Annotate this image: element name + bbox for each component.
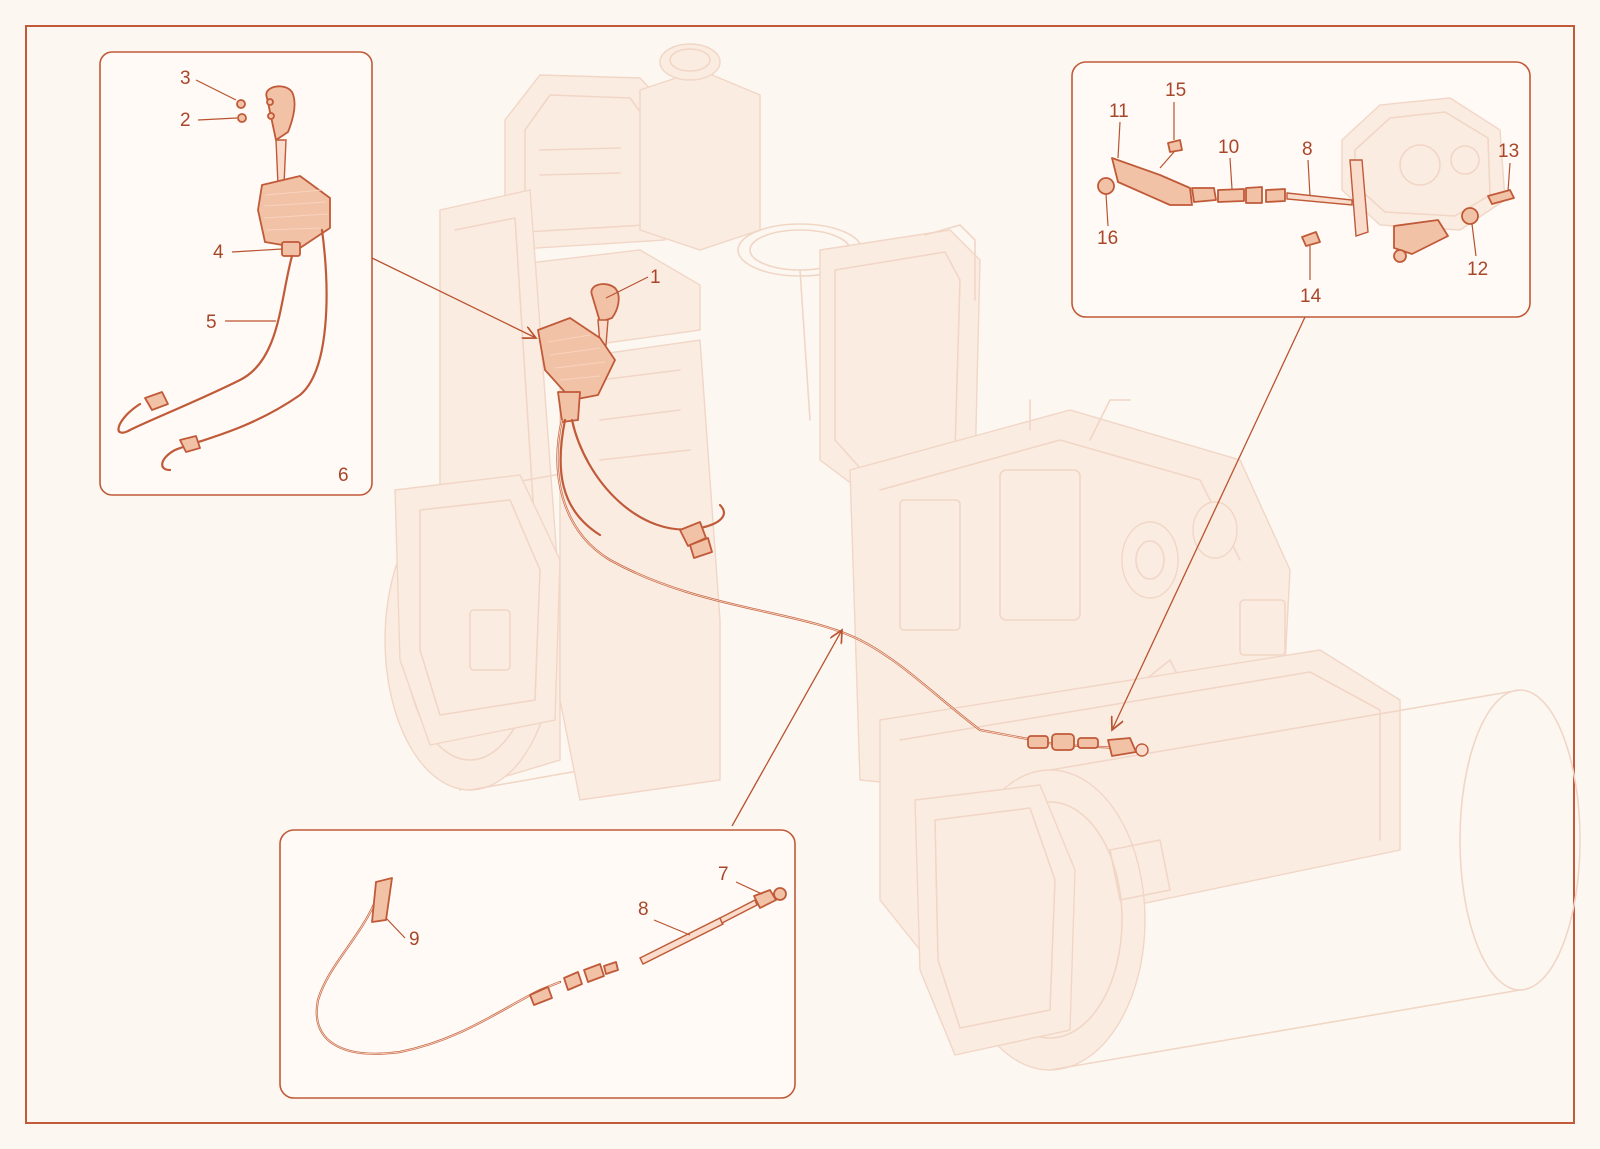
callout-7-leader bbox=[735, 881, 763, 895]
inset-cable-parts bbox=[315, 877, 787, 1055]
callout-14: 14 bbox=[1300, 286, 1322, 307]
callout-4-leader bbox=[231, 248, 283, 253]
main-joystick-assembly bbox=[537, 283, 620, 423]
main-wiring-harness bbox=[559, 418, 725, 537]
callout-11: 11 bbox=[1109, 101, 1129, 122]
inset-joystick-detail bbox=[99, 51, 373, 496]
callout-13-leader bbox=[1507, 162, 1511, 192]
callout-8-right: 8 bbox=[1302, 139, 1313, 160]
callout-10: 10 bbox=[1218, 137, 1239, 158]
callout-7: 7 bbox=[718, 864, 729, 885]
callout-16: 16 bbox=[1097, 228, 1118, 249]
inset-pump-parts bbox=[1097, 97, 1515, 263]
inset-joystick-pointer bbox=[371, 257, 536, 338]
callout-2: 2 bbox=[180, 110, 191, 131]
callout-16-leader bbox=[1105, 193, 1109, 227]
callout-8-bottom-leader bbox=[653, 919, 691, 936]
roller-machine-ghost bbox=[384, 43, 1581, 1071]
main-cable-end-fittings bbox=[1027, 733, 1149, 757]
callout-9-leader bbox=[385, 917, 406, 939]
callout-2-leader bbox=[197, 117, 238, 121]
callout-8-right-leader bbox=[1307, 159, 1311, 197]
callout-1: 1 bbox=[650, 267, 661, 288]
inset-cable-detail bbox=[279, 829, 796, 1099]
callout-3-leader bbox=[195, 79, 237, 101]
callout-9: 9 bbox=[409, 929, 420, 950]
callout-3: 3 bbox=[180, 68, 191, 89]
callout-11-leader bbox=[1117, 121, 1121, 159]
callout-5: 5 bbox=[206, 312, 217, 333]
inset-joystick-parts bbox=[117, 85, 331, 472]
callout-12-leader bbox=[1471, 223, 1477, 257]
inset-cable-pointer bbox=[731, 630, 842, 827]
callout-8-bottom: 8 bbox=[638, 899, 649, 920]
callout-4: 4 bbox=[213, 242, 224, 263]
callout-15: 15 bbox=[1165, 80, 1186, 101]
callout-13: 13 bbox=[1498, 141, 1519, 162]
callout-1-leader bbox=[605, 276, 649, 299]
callout-10-leader bbox=[1229, 157, 1233, 190]
inset-pump-pointer bbox=[1112, 316, 1306, 730]
drawing-frame bbox=[25, 25, 1575, 1124]
callout-6: 6 bbox=[338, 465, 349, 486]
callout-12: 12 bbox=[1467, 259, 1488, 280]
